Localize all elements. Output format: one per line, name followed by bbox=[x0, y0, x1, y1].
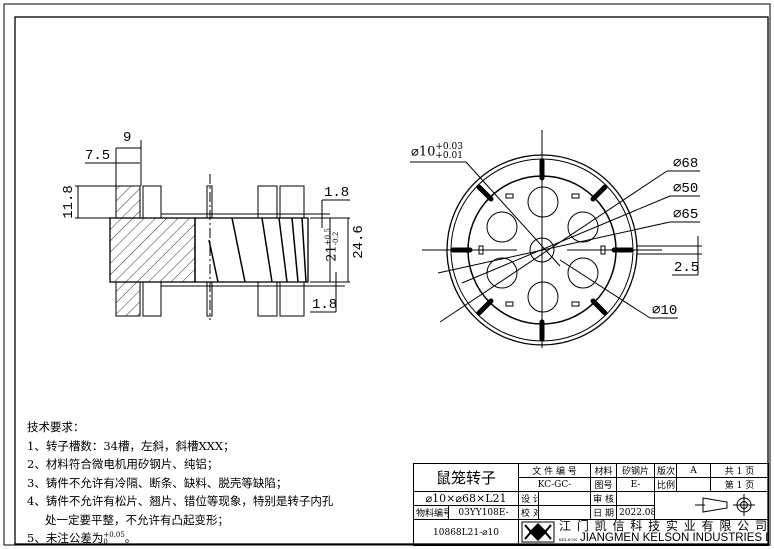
drawing-no: E- bbox=[616, 477, 656, 492]
total-pages: 共 1 页 bbox=[710, 463, 770, 478]
inner-frame bbox=[14, 16, 769, 545]
bore-upper: +0.03 bbox=[435, 142, 463, 152]
technical-requirements: 技术要求： 1、转子槽数：34槽，左斜，斜槽XXX； 2、材料符合微电机用矽钢片… bbox=[27, 418, 333, 548]
material-no: 03YY108E- bbox=[447, 505, 520, 520]
dim-24-6: 24.6 bbox=[350, 225, 367, 259]
company-cell: 江 门 凯 信 科 技 实 业 有 限 公 司 KELSON JIANGMEN … bbox=[518, 519, 770, 546]
spec: ⌀10×⌀68×L21 bbox=[412, 491, 520, 506]
dim-dia-50: ⌀50 bbox=[673, 181, 699, 197]
company-en: JIANGMEN KELSON INDUSTRIES LTD. bbox=[579, 532, 769, 544]
material: 矽钢片 bbox=[616, 463, 656, 478]
checker bbox=[538, 505, 592, 520]
reviewer bbox=[616, 491, 656, 506]
review-label: 审 核 bbox=[590, 491, 618, 506]
company-cn: 江 门 凯 信 科 技 实 业 有 限 公 司 bbox=[559, 519, 768, 533]
drawing-code: 10868L21-⌀10 bbox=[412, 519, 520, 546]
dim-21-upper: +0.5 bbox=[323, 228, 332, 246]
dim-21-lower: -0.2 bbox=[331, 231, 340, 246]
drawing-no-label: 图号 bbox=[590, 477, 618, 492]
material-label: 材料 bbox=[590, 463, 618, 478]
dim-bore: ⌀10+0.03+0.01 bbox=[411, 143, 463, 161]
revision: A bbox=[676, 463, 712, 478]
part-name: 鼠笼转子 bbox=[412, 463, 520, 492]
dim-dia-65: ⌀65 bbox=[673, 207, 699, 223]
note-2: 2、材料符合微电机用矽钢片、纯铝； bbox=[27, 457, 219, 471]
page: 第 1 页 bbox=[710, 477, 770, 492]
doc-no-label: 文 件 编 号 bbox=[518, 463, 592, 478]
scale-label: 比例 bbox=[654, 477, 678, 492]
dim-1-8-top: 1.8 bbox=[324, 185, 350, 201]
note-5-upper: +0.05 bbox=[103, 531, 125, 539]
dim-9: 9 bbox=[123, 130, 132, 146]
note-4-cont: 处一定要平整，不允许有凸起变形； bbox=[45, 512, 229, 527]
check-label: 校 对 bbox=[518, 505, 540, 520]
note-5-lower: 0 bbox=[103, 538, 108, 546]
dim-21: 21+0.5-0.2 bbox=[324, 228, 340, 262]
dim-21-value: 21 bbox=[324, 245, 340, 262]
bore-lower: +0.01 bbox=[435, 151, 463, 161]
notes-title: 技术要求： bbox=[27, 420, 85, 434]
logo-text: KELSON bbox=[559, 537, 578, 542]
note-3: 3、铸件不允许有冷隔、断条、缺料、脱壳等缺陷； bbox=[27, 475, 288, 490]
note-5-text: 5、未注公差为 bbox=[27, 531, 104, 545]
designer bbox=[538, 491, 592, 506]
note-1: 1、转子槽数：34槽，左斜，斜槽XXX； bbox=[27, 438, 235, 453]
dim-dia-68: ⌀68 bbox=[673, 156, 699, 172]
material-no-label: 物料编号 bbox=[413, 505, 449, 520]
note-5-suffix: 。 bbox=[124, 531, 137, 545]
dim-dia-10: ⌀10 bbox=[652, 303, 678, 319]
note-4: 4、铸件不允许有松片、翘片、错位等现象，特别是转子内孔 bbox=[27, 494, 334, 508]
dim-11-8: 11.8 bbox=[60, 185, 77, 219]
revision-label: 版次 bbox=[654, 463, 678, 478]
date: 2022.08.18 bbox=[616, 505, 656, 520]
kelson-logo bbox=[521, 521, 555, 543]
dim-1-8-bottom: 1.8 bbox=[312, 297, 338, 313]
outer-frame bbox=[3, 3, 771, 546]
scale bbox=[676, 477, 712, 492]
end-view bbox=[410, 130, 702, 348]
doc-no: KC-GC- bbox=[518, 477, 592, 492]
side-view bbox=[75, 140, 350, 320]
title-block: 鼠笼转子 文 件 编 号 材料 矽钢片 版次 A 共 1 页 KC-GC- 图号… bbox=[412, 463, 770, 546]
dim-7-5: 7.5 bbox=[85, 148, 111, 164]
bore-dia: ⌀10 bbox=[411, 144, 436, 160]
date-label: 日 期 bbox=[590, 505, 618, 520]
design-label: 设 计 bbox=[518, 491, 540, 506]
projection-cell bbox=[654, 491, 770, 520]
dim-2-5: 2.5 bbox=[674, 260, 700, 276]
